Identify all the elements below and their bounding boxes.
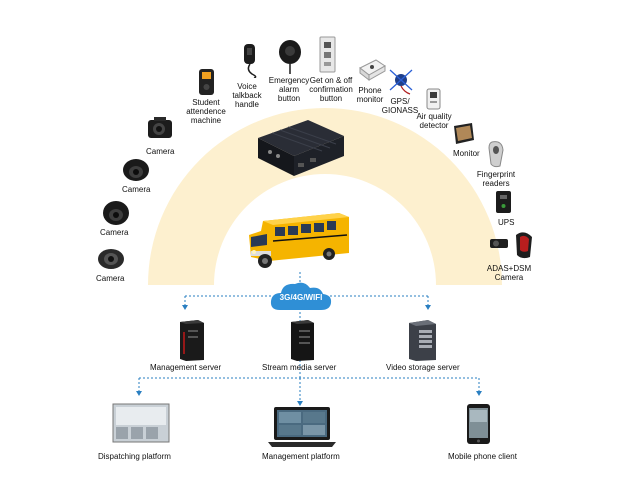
fingerprint-reader-icon [486, 140, 506, 168]
management-server-icon [176, 318, 206, 362]
dispatching-platform-screen [112, 403, 172, 445]
gps-label: GPS/GIONASS [381, 97, 419, 115]
box-camera-icon [144, 116, 176, 144]
dispatching-platform-label: Dispatching platform [98, 452, 171, 461]
management-platform-label: Management platform [262, 452, 340, 461]
air-quality-detector-icon [426, 88, 442, 110]
adas-dsm-camera-icon [488, 229, 538, 261]
mobile-phone-label: Mobile phone client [448, 452, 517, 461]
management-platform-laptop [268, 406, 336, 448]
camera-2-label: Camera [122, 185, 151, 194]
dome-camera-icon [121, 157, 151, 183]
ups-label: UPS [498, 218, 515, 227]
monitor-icon [452, 122, 476, 146]
video-storage-server-icon [406, 318, 438, 362]
voice-talkback-handle-icon [238, 42, 262, 78]
stream-media-server-label: Stream media server [262, 363, 337, 372]
video-storage-server-label: Video storage server [386, 363, 460, 372]
camera-3-label: Camera [100, 228, 129, 237]
camera-1-label: Camera [146, 147, 175, 156]
dome-camera-icon [101, 199, 131, 227]
cloud-icon [268, 278, 334, 314]
stream-media-server-icon [288, 318, 316, 362]
network-label: 3G/4G/WIFI [279, 293, 323, 302]
phone-monitor-icon [358, 56, 386, 84]
school-bus-icon [243, 207, 353, 273]
mobile-dvr-icon [248, 118, 346, 182]
student-attendance-machine-icon [198, 68, 216, 96]
ups-icon [495, 190, 513, 214]
emergency-alarm-button-icon [276, 38, 304, 74]
mobile-phone-icon [466, 403, 492, 445]
management-server-label: Management server [150, 363, 222, 372]
gps-antenna-icon [386, 66, 416, 96]
monitor-label: Monitor [453, 149, 480, 158]
dome-camera-icon [96, 245, 126, 271]
camera-4-label: Camera [96, 274, 125, 283]
confirmation-button-icon [318, 36, 338, 74]
